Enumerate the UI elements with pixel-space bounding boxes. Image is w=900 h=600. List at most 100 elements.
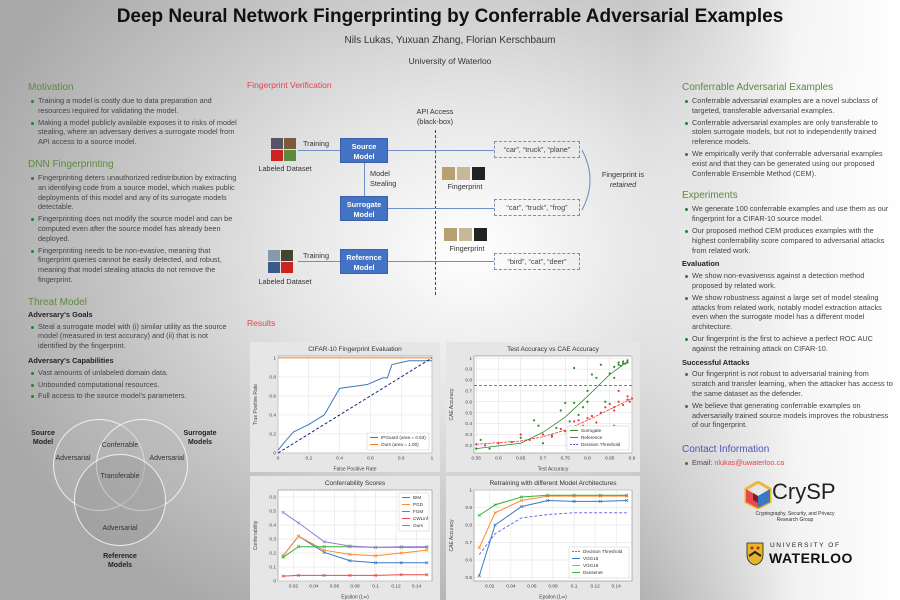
y-axis-label: Conferrability <box>253 520 259 550</box>
y-tick-label: 0 <box>273 579 276 585</box>
list-item: We show robustness against a large set o… <box>682 293 894 332</box>
successful-attacks-title: Successful Attacks <box>682 357 750 367</box>
data-point-reference <box>519 433 522 436</box>
goals-title: Adversary's Goals <box>28 309 93 319</box>
data-point-surrogate <box>604 400 607 403</box>
y-tick-label: 0.4 <box>269 523 276 529</box>
dnn-list: Fingerprinting deters unauthorized redis… <box>28 173 238 287</box>
series-marker <box>348 559 352 563</box>
venn-conferrable: Conferrable <box>101 442 139 450</box>
y-tick-label: 0.4 <box>269 413 276 419</box>
right-column: Conferrable Adversarial Examples Conferr… <box>682 82 894 600</box>
y-tick-label: 0.4 <box>465 421 472 427</box>
email-label: Email: <box>692 458 715 468</box>
data-point-surrogate <box>617 361 620 364</box>
legend-label: Densenet <box>583 570 603 575</box>
crysp-logo-icon <box>744 480 772 509</box>
series-line <box>277 357 433 454</box>
series-marker <box>322 540 326 544</box>
data-point-surrogate <box>537 424 540 427</box>
data-point-surrogate <box>573 366 576 370</box>
legend-label: Ours <box>413 523 424 528</box>
list-item: Unbounded computational resources. <box>28 380 238 390</box>
data-point-surrogate <box>541 442 545 445</box>
series-marker <box>399 573 403 577</box>
y-tick-label: 0.7 <box>465 540 472 546</box>
api-access-line2: (black-box) <box>416 117 454 126</box>
data-point-surrogate <box>577 413 580 416</box>
email-link[interactable]: nlukas@uwaterloo.ca <box>714 458 785 468</box>
arrow-stealing <box>364 163 365 196</box>
data-point-reference <box>590 414 594 418</box>
x-tick-label: 0.2 <box>305 456 312 462</box>
series-marker <box>281 555 285 559</box>
dataset-label-2: Labeled Dataset <box>258 277 312 286</box>
data-point-surrogate <box>573 401 576 404</box>
training-label-2: Training <box>302 251 330 260</box>
x-axis-label: Epsilon (L∞) <box>341 595 369 600</box>
data-point-reference <box>484 444 487 447</box>
list-item: Steal a surrogate model with (i) similar… <box>28 322 238 351</box>
legend-label: PGD <box>413 502 424 507</box>
list-item: Fingerprinting deters unauthorized redis… <box>28 173 238 212</box>
x-tick-label: 0.1 <box>571 584 578 590</box>
contact-list: Email: nlukas@uwaterloo.ca <box>682 458 894 470</box>
list-item: Training a model is costly due to data p… <box>28 96 238 116</box>
venn-reference-circle <box>74 454 166 547</box>
data-point-surrogate <box>586 400 589 403</box>
series-marker <box>546 493 550 497</box>
data-point-reference <box>621 403 625 407</box>
y-tick-label: 0.6 <box>465 558 472 564</box>
legend-label: BIM <box>413 495 421 500</box>
threat-heading: Threat Model <box>28 296 87 308</box>
legend-label: Surrogate <box>581 428 602 433</box>
retained-arrow-icon <box>581 149 591 211</box>
x-tick-label: 0.55 <box>472 456 482 462</box>
legend-label: FGM <box>413 509 423 514</box>
series-marker <box>373 554 378 558</box>
data-point-surrogate <box>488 447 491 450</box>
list-item: Conferrable adversarial examples are a n… <box>682 96 894 116</box>
fit-line-surrogate <box>476 361 628 450</box>
legend-label: Decision Threshold <box>581 442 621 447</box>
x-axis-label: Epsilon (L∞) <box>539 595 567 600</box>
evaluation-list: We show non-evasivenss against a detecti… <box>682 271 894 355</box>
venn-reference-label: Reference Models <box>103 553 137 570</box>
venn-transferable: Transferable <box>100 473 140 481</box>
series-marker <box>296 545 301 549</box>
list-item: We believe that generating conferrable e… <box>682 401 894 430</box>
series-marker <box>477 574 481 578</box>
y-tick-label: 0 <box>273 451 276 457</box>
list-item: Our fingerprint is not robust to adversa… <box>682 369 894 398</box>
arrow-reference-output <box>388 261 494 262</box>
venn-source-label: Source Model <box>31 430 55 447</box>
fingerprint-images-1 <box>442 167 485 180</box>
series-marker <box>519 498 524 503</box>
y-tick-label: 0.5 <box>269 509 276 515</box>
dataset-label-1: Labeled Dataset <box>258 164 312 173</box>
authors: Nils Lukas, Yuxuan Zhang, Florian Kersch… <box>344 35 556 46</box>
data-point-surrogate <box>479 438 482 442</box>
venn-adversarial-surrogate: Adversarial <box>149 455 185 463</box>
motivation-list: Training a model is costly due to data p… <box>28 96 238 149</box>
series-marker <box>296 534 301 538</box>
x-tick-label: 0.8 <box>398 456 405 462</box>
series-marker <box>519 504 524 509</box>
list-item: Fingerprinting does not modify the sourc… <box>28 214 238 243</box>
x-tick-label: 0.06 <box>527 584 537 590</box>
data-point-surrogate <box>586 389 589 392</box>
series-marker <box>348 552 352 557</box>
x-tick-label: 0.14 <box>612 584 622 590</box>
list-item: We generate 100 conferrable examples and… <box>682 204 894 224</box>
y-tick-label: 1 <box>469 356 472 362</box>
data-point-reference <box>608 402 611 406</box>
x-tick-label: 0.08 <box>350 584 360 590</box>
legend-label: CWLinf <box>413 516 429 521</box>
labeled-dataset-image <box>271 138 296 161</box>
fingerprint-label-1: Fingerprint <box>447 182 483 191</box>
